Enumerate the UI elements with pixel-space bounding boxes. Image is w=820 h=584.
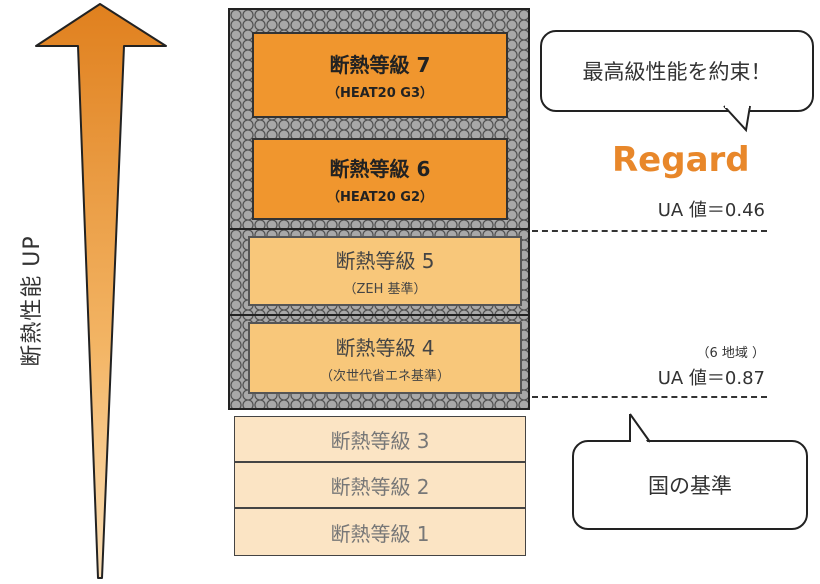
level-title: 断熱等級 3 [330, 428, 430, 453]
region-note: （6 地域 ） [696, 346, 765, 361]
level-5-box: 断熱等級 5 （ZEH 基準） [248, 236, 522, 306]
level-title: 断熱等級 6 [329, 157, 431, 181]
bubble-text: 国の基準 [648, 474, 732, 498]
level-title: 断熱等級 5 [335, 249, 435, 273]
level-sub: （ZEH 基準） [343, 282, 427, 297]
national-dashed-line [532, 396, 767, 398]
level-4-box: 断熱等級 4 （次世代省エネ基準） [248, 322, 522, 394]
regard-ua-value: UA 値＝0.46 [657, 200, 765, 221]
level-title: 断熱等級 7 [329, 53, 431, 77]
bubble-text: 最高級性能を約束！ [582, 60, 772, 84]
divider [228, 314, 530, 316]
axis-label: 断熱性能 UP [20, 235, 45, 367]
level-title: 断熱等級 2 [330, 474, 430, 499]
bottom-speech-bubble: 国の基準 [572, 440, 808, 530]
divider [228, 228, 530, 230]
up-arrow-icon [35, 3, 167, 579]
level-7-box: 断熱等級 7 （HEAT20 G3） [252, 32, 508, 118]
level-sub: （HEAT20 G2） [326, 190, 433, 205]
level-title: 断熱等級 4 [335, 336, 435, 360]
level-sub: （HEAT20 G3） [326, 86, 433, 101]
level-title: 断熱等級 1 [330, 521, 430, 546]
bubble-tail-icon [629, 413, 651, 443]
regard-dashed-line [532, 230, 767, 232]
level-2-box: 断熱等級 2 [234, 462, 526, 508]
level-6-box: 断熱等級 6 （HEAT20 G2） [252, 138, 508, 220]
top-speech-bubble: 最高級性能を約束！ [540, 30, 814, 112]
national-ua-value: UA 値＝0.87 [657, 368, 765, 389]
level-1-box: 断熱等級 1 [234, 508, 526, 556]
level-sub: （次世代省エネ基準） [319, 369, 450, 384]
brand-name: Regard [612, 140, 750, 180]
bubble-tail-icon [723, 104, 751, 133]
level-3-box: 断熱等級 3 [234, 416, 526, 462]
